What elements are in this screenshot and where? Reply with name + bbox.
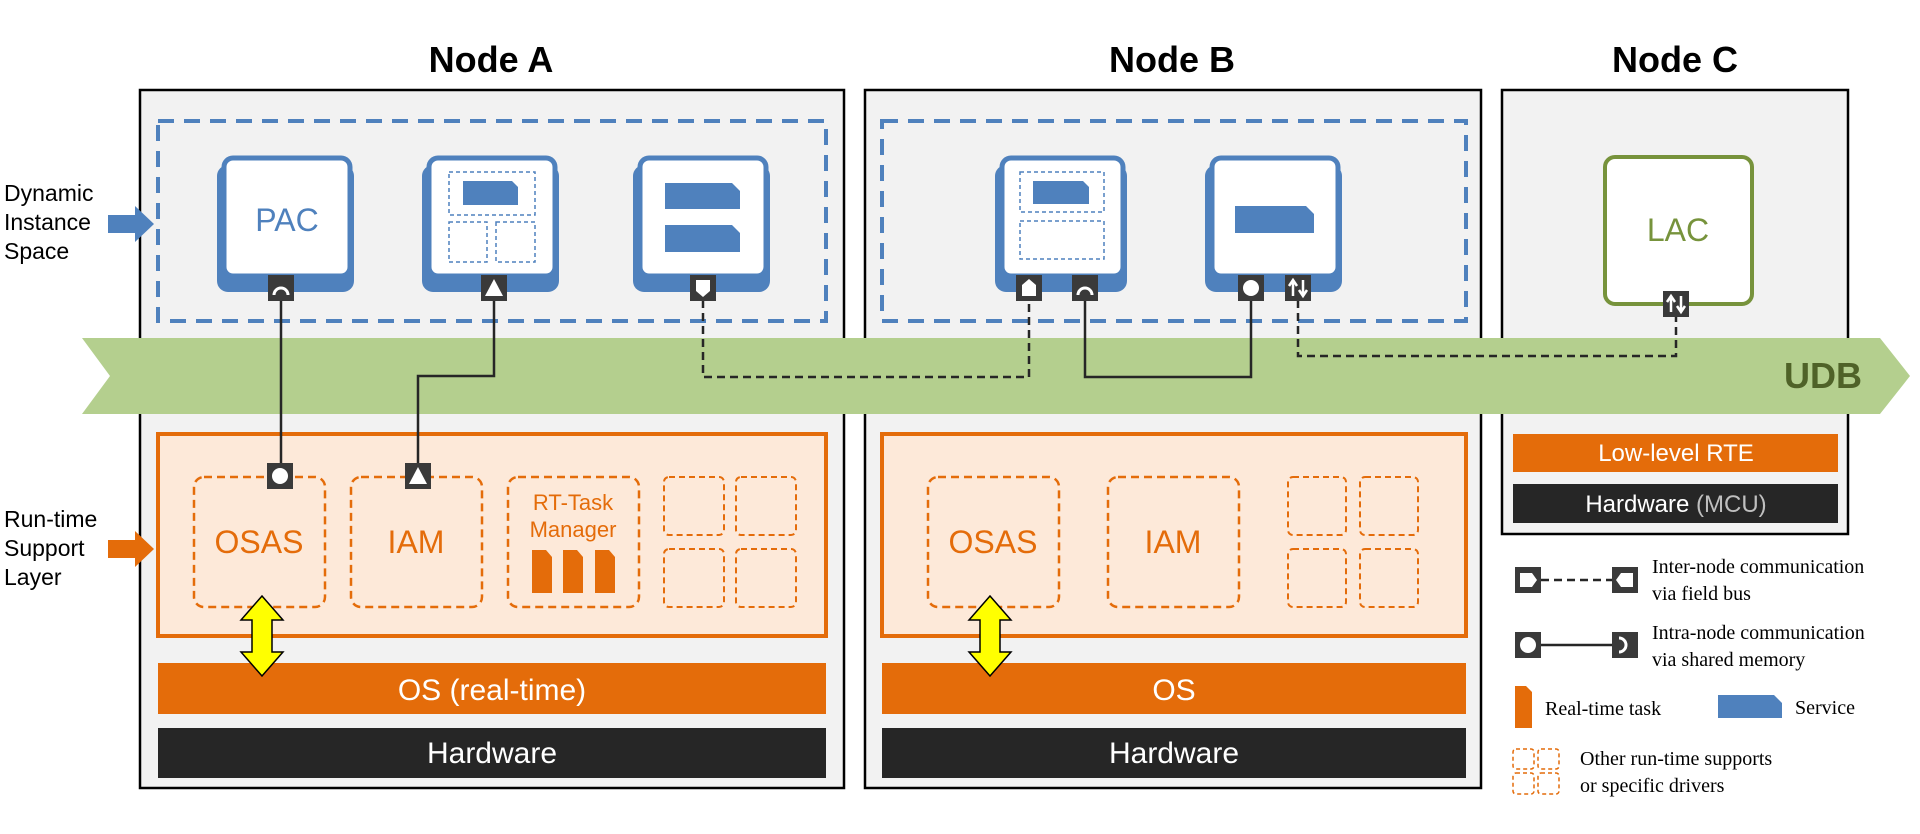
runtime-support-layer-label: Run-time Support Layer (4, 506, 154, 590)
node-a-app-2-card (422, 155, 559, 292)
inter-port-icon (690, 275, 716, 301)
node-a-app-3-card (633, 155, 770, 292)
realtime-task-icon (563, 550, 583, 593)
runtime-label-line: Support (4, 535, 85, 561)
dynamic-label-line: Instance (4, 209, 91, 235)
intra-triangle-port-icon (405, 463, 431, 489)
legend-realtime-task-label: Real-time task (1545, 698, 1661, 720)
node-b-title: Node B (1109, 39, 1235, 80)
node-b-app-2-card (1205, 155, 1342, 292)
legend-service: Service (1718, 695, 1855, 719)
dynamic-label-line: Dynamic (4, 180, 93, 206)
os-realtime-label: OS (real-time) (398, 674, 586, 707)
service-icon (1718, 695, 1782, 718)
other-runtime-supports-b (1287, 476, 1419, 608)
inter-port-icon (1016, 275, 1042, 301)
legend-inter-node-label: Inter-node communication (1652, 556, 1864, 578)
pac-label: PAC (255, 202, 318, 238)
rt-task-manager-label: RT-Task (533, 490, 614, 515)
intra-node-link (416, 290, 496, 468)
inter-node-link (1296, 300, 1678, 358)
service-icon (1235, 206, 1314, 233)
dynamic-label-line: Space (4, 238, 69, 264)
intra-triangle-port-icon (481, 275, 507, 301)
service-icon (463, 181, 518, 205)
intra-send-port-icon (267, 463, 293, 489)
legend-other-supports: Other run-time supports or specific driv… (1512, 748, 1772, 797)
hardware-label-a: Hardware (427, 737, 557, 770)
runtime-label-line: Layer (4, 564, 62, 590)
legend-inter-node-label: via field bus (1652, 583, 1751, 605)
udb-label: UDB (1784, 355, 1862, 396)
osas-os-double-arrow-icon (967, 594, 1013, 678)
realtime-task-icon (595, 550, 615, 593)
other-runtime-supports-a (663, 476, 797, 608)
iam-label: IAM (1145, 524, 1202, 560)
node-a-title: Node A (429, 39, 554, 80)
legend-other-label: Other run-time supports (1580, 748, 1772, 770)
dynamic-instance-space-label: Dynamic Instance Space (4, 180, 154, 264)
os-label-b: OS (1152, 674, 1195, 707)
pac-app-card: PAC (217, 155, 354, 292)
hardware-bar-a (158, 728, 826, 778)
os-bar-b (882, 663, 1466, 714)
runtime-label-line: Run-time (4, 506, 97, 532)
os-realtime-bar (158, 663, 826, 714)
realtime-task-icon (1515, 686, 1532, 728)
hardware-mcu-bar (1513, 484, 1838, 523)
intra-node-link (1083, 290, 1253, 379)
legend-other-label: or specific drivers (1580, 775, 1725, 797)
osas-os-double-arrow-icon (239, 594, 285, 678)
osas-label: OSAS (949, 524, 1038, 560)
rt-task-manager-module: RT-Task Manager (506, 475, 641, 609)
legend-intra-node: Intra-node communication via shared memo… (1515, 622, 1865, 671)
intra-receive-port-icon (268, 275, 294, 301)
inter-node-link (701, 300, 1031, 379)
intra-receive-port-icon (1072, 275, 1098, 301)
hardware-bar-b (882, 728, 1466, 778)
runtime-arrow-icon (108, 531, 154, 567)
service-icon (1033, 181, 1089, 204)
iam-label: IAM (388, 524, 445, 560)
service-icon (665, 183, 740, 209)
service-icon (665, 225, 740, 252)
osas-label: OSAS (215, 524, 304, 560)
hardware-label-b: Hardware (1109, 737, 1239, 770)
dynamic-space-a (156, 119, 828, 323)
dynamic-arrow-icon (108, 206, 154, 242)
hardware-mcu-label: Hardware (MCU) (1585, 491, 1766, 518)
low-level-rte-bar (1513, 434, 1838, 472)
legend-inter-node: Inter-node communication via field bus (1515, 556, 1864, 605)
bidirectional-port-icon (1285, 275, 1311, 301)
realtime-task-icon (532, 550, 552, 593)
rt-task-manager-label: Manager (530, 517, 617, 542)
node-c-title: Node C (1612, 39, 1738, 80)
dynamic-space-b (880, 119, 1468, 323)
low-level-rte-label: Low-level RTE (1598, 440, 1754, 467)
legend-service-label: Service (1795, 697, 1855, 719)
legend-intra-node-label: Intra-node communication (1652, 622, 1865, 644)
iam-module-b: IAM (1106, 475, 1241, 609)
osas-module-b: OSAS (926, 475, 1061, 609)
legend-intra-node-label: via shared memory (1652, 649, 1805, 671)
lac-label: LAC (1647, 212, 1709, 248)
intra-send-port-icon (1238, 275, 1264, 301)
legend: Inter-node communication via field bus I… (1512, 556, 1865, 797)
legend-realtime-task: Real-time task (1515, 686, 1661, 728)
osas-module-a: OSAS (192, 475, 327, 609)
lac-app-card: LAC (1603, 155, 1754, 306)
node-b-app-1-card (995, 155, 1127, 292)
bidirectional-port-icon (1663, 291, 1689, 317)
